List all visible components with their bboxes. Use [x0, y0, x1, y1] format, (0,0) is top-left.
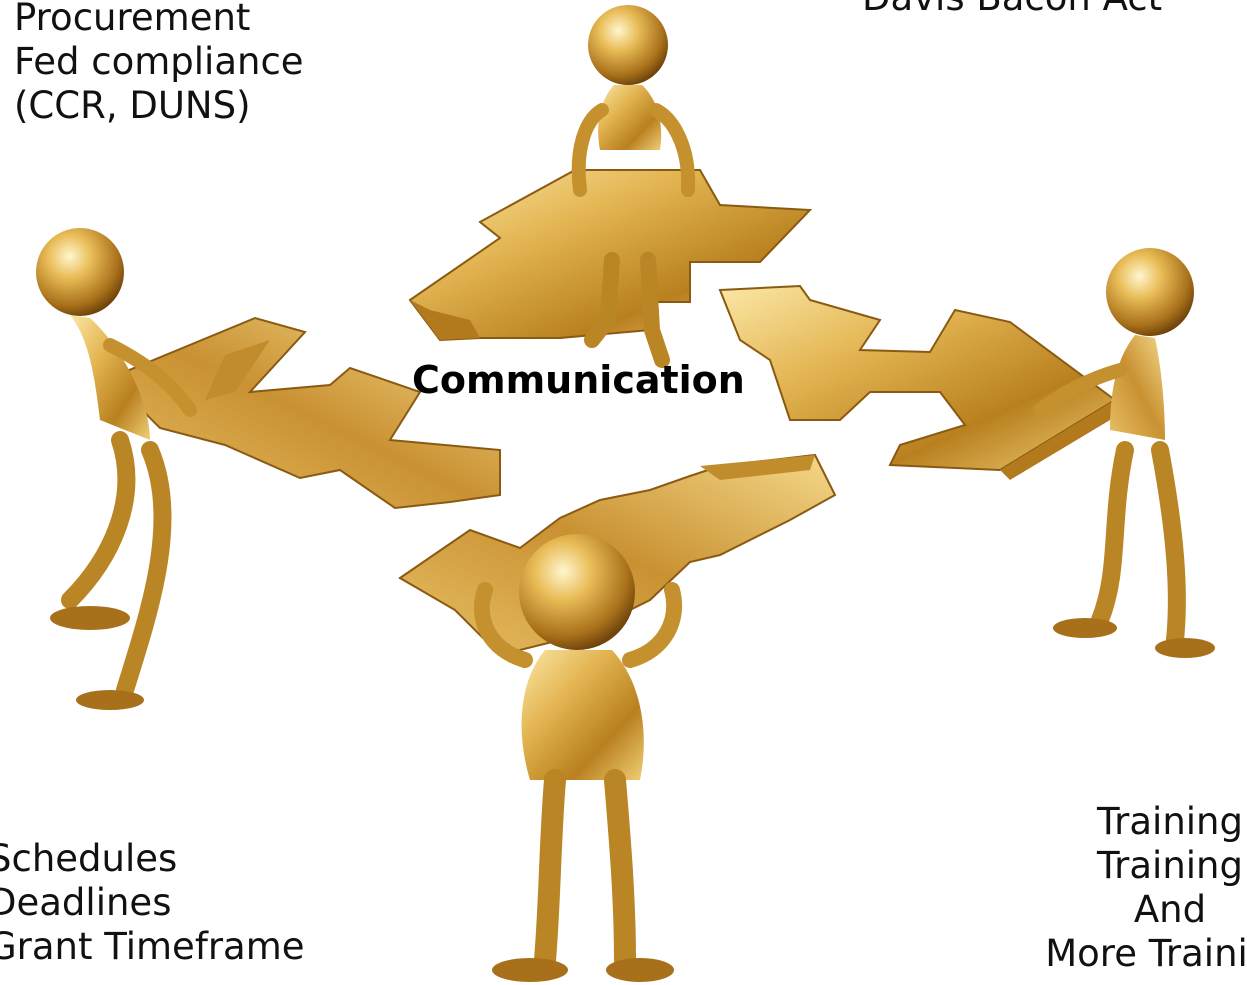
center-label-communication: Communication: [412, 358, 745, 402]
label-line: Schedules: [0, 837, 178, 880]
label-line: Training: [1097, 844, 1243, 887]
label-line: More Training: [1045, 932, 1247, 975]
label-davis-bacon: Davis Bacon Act: [862, 0, 1162, 20]
label-procurement-compliance: Procurement Fed compliance (CCR, DUNS): [14, 0, 304, 128]
label-schedules: Schedules Deadlines Grant Timeframe: [0, 837, 305, 969]
figure-top: [571, 5, 696, 368]
label-line: And: [1133, 888, 1207, 931]
label-line: Grant Timeframe: [0, 925, 305, 968]
figure-bottom: [474, 534, 683, 982]
label-line: Procurement: [14, 0, 251, 39]
label-training: Training Training And More Training: [1000, 800, 1247, 976]
label-line: Training: [1097, 800, 1243, 843]
label-line: Fed compliance: [14, 40, 304, 83]
figure-left: [36, 228, 197, 710]
label-line: Davis Bacon Act: [862, 0, 1162, 20]
label-line: Deadlines: [0, 881, 172, 924]
arrow-piece-left: [108, 316, 501, 510]
label-line: (CCR, DUNS): [14, 84, 251, 127]
figure-right: [1033, 248, 1215, 658]
arrow-piece-right: [718, 284, 1117, 480]
